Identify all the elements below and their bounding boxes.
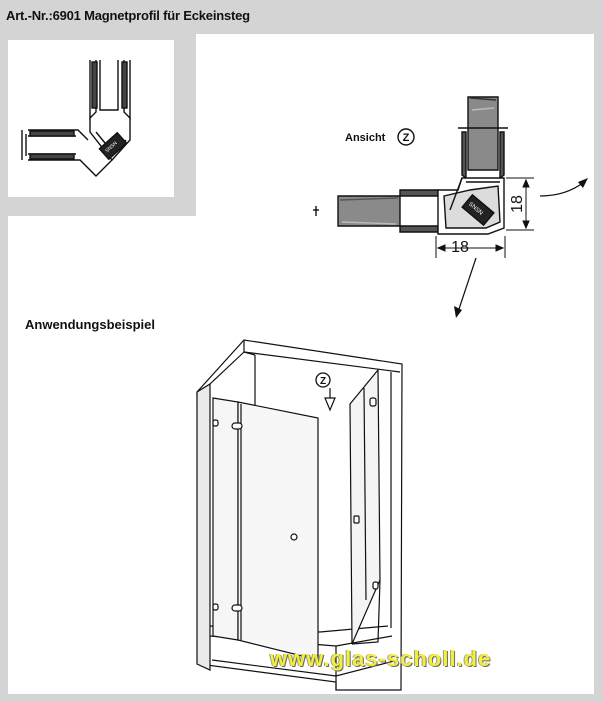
hinge-icon (372, 581, 379, 590)
profile-detail-icon: SNSN (313, 96, 508, 235)
page-title: Art.-Nr.:6901 Magnetprofil für Eckeinste… (6, 8, 250, 23)
hinge-icon (212, 419, 219, 427)
door-knob-icon (290, 533, 298, 541)
watermark: www.glas-scholl.de (270, 646, 492, 671)
application-example-heading: Anwendungsbeispiel (25, 317, 156, 332)
view-label: Ansicht (345, 132, 386, 144)
hinge-icon (231, 422, 243, 430)
hinge-icons (212, 397, 379, 612)
enclosure-view-marker-letter: Z (320, 376, 326, 387)
dimension-horizontal-label: 18 (451, 239, 469, 256)
thumbnail-profile-icon: SNSN (21, 60, 131, 177)
dimension-lines (435, 177, 534, 258)
view-marker-letter: Z (403, 132, 410, 144)
hinge-icon (369, 397, 377, 407)
enclosure-view-arrow-icon: Z (315, 372, 336, 412)
hinge-icon (212, 603, 219, 611)
view-marker-icon: Z (397, 128, 415, 146)
shower-enclosure-drawing (196, 339, 403, 691)
hinge-icon (231, 604, 243, 612)
dimension-vertical-label: 18 (509, 195, 526, 213)
door-knob-icon (353, 515, 360, 524)
view-arrow-icon (454, 178, 588, 318)
